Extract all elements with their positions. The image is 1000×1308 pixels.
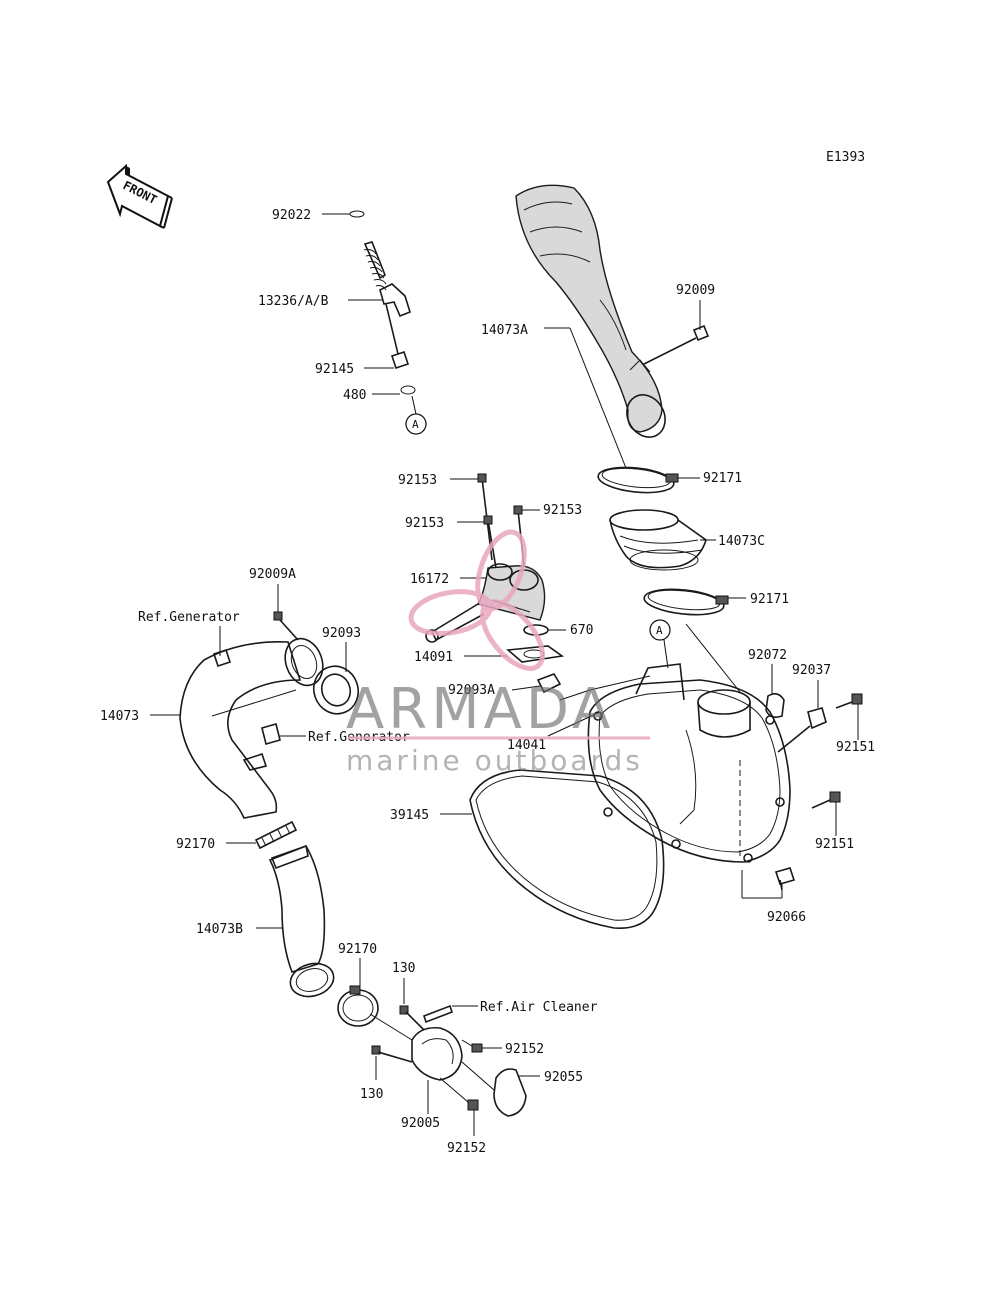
- label-92151-upper: 92151: [836, 740, 875, 755]
- bolt-130-lower: [371, 1045, 413, 1063]
- grommet-92037: [777, 707, 827, 753]
- label-92145: 92145: [315, 362, 354, 377]
- plug-92152-lower: [467, 1099, 479, 1111]
- plug-92152-upper: [471, 1043, 483, 1053]
- stud-ref-air: [422, 1004, 454, 1024]
- bolt-130-upper: [399, 1005, 425, 1031]
- bolt-92151-upper: [835, 693, 863, 709]
- watermark: ARMADA marine outboards: [346, 529, 650, 777]
- svg-text:A: A: [412, 418, 419, 431]
- diagram-code: E1393: [826, 150, 865, 165]
- gasket-92093: [312, 665, 360, 715]
- label-92072: 92072: [748, 648, 787, 663]
- clip-92072: [765, 692, 785, 718]
- bolt-92066: [774, 867, 796, 891]
- label-92037: 92037: [792, 663, 831, 678]
- duct-14073b: [268, 844, 335, 998]
- bolt-92009a: [273, 611, 299, 641]
- label-92093a: 92093A: [448, 683, 495, 698]
- label-92152-upper: 92152: [505, 1042, 544, 1057]
- duct-14073: [179, 637, 324, 819]
- label-92170-lower: 92170: [338, 942, 377, 957]
- label-14073: 14073: [100, 709, 139, 724]
- boot-14073c: [609, 509, 707, 571]
- label-39145: 39145: [390, 808, 429, 823]
- bolt-92009: [643, 324, 710, 365]
- label-92093: 92093: [322, 626, 361, 641]
- label-ref-air-cleaner: Ref.Air Cleaner: [480, 1000, 598, 1015]
- watermark-title: ARMADA: [346, 677, 614, 742]
- label-92152-lower: 92152: [447, 1141, 486, 1156]
- label-92009: 92009: [676, 283, 715, 298]
- cover-14041: [587, 663, 791, 863]
- propeller-logo-icon: [408, 529, 545, 671]
- label-92171-lower: 92171: [750, 592, 789, 607]
- gasket-92093a: [536, 673, 562, 694]
- label-ref-generator-1: Ref.Generator: [138, 610, 240, 625]
- label-92005: 92005: [401, 1116, 440, 1131]
- clamp-92171-lower: [643, 588, 729, 616]
- label-92171-upper: 92171: [703, 471, 742, 486]
- svg-text:A: A: [656, 624, 663, 637]
- label-92022: 92022: [272, 208, 311, 223]
- label-14073a: 14073A: [481, 323, 528, 338]
- ref-marker-a-right: A: [649, 619, 671, 669]
- upper-duct-14073a: [515, 184, 666, 438]
- bolt-92151-lower: [811, 791, 841, 809]
- label-13236: 13236/A/B: [258, 294, 329, 309]
- label-670: 670: [570, 623, 593, 638]
- label-92153-a: 92153: [398, 473, 437, 488]
- gasket-14091: [506, 645, 565, 663]
- front-arrow-icon: FRONT: [106, 163, 173, 229]
- gasket-92055: [493, 1068, 527, 1117]
- label-92151-lower: 92151: [815, 837, 854, 852]
- label-130-lower: 130: [360, 1087, 383, 1102]
- label-92170-upper: 92170: [176, 837, 215, 852]
- label-92009a: 92009A: [249, 567, 296, 582]
- label-14073b: 14073B: [196, 922, 243, 937]
- clamp-92170-upper: [254, 820, 298, 850]
- clamp-92171-upper: [597, 466, 679, 494]
- seal-39145: [469, 769, 665, 930]
- label-480: 480: [343, 388, 366, 403]
- ref-marker-a-top: A: [405, 395, 427, 435]
- label-92055: 92055: [544, 1070, 583, 1085]
- label-92153-c: 92153: [543, 503, 582, 518]
- label-14041: 14041: [507, 738, 546, 753]
- label-92066: 92066: [767, 910, 806, 925]
- label-130-upper: 130: [392, 961, 415, 976]
- watermark-subtitle: marine outboards: [346, 744, 643, 777]
- label-14091: 14091: [414, 650, 453, 665]
- label-16172: 16172: [410, 572, 449, 587]
- clamp-92170-lower: [337, 985, 379, 1027]
- housing-92005: [369, 1013, 463, 1081]
- label-14073c: 14073C: [718, 534, 765, 549]
- label-92153-b: 92153: [405, 516, 444, 531]
- spring-assembly: [349, 210, 416, 395]
